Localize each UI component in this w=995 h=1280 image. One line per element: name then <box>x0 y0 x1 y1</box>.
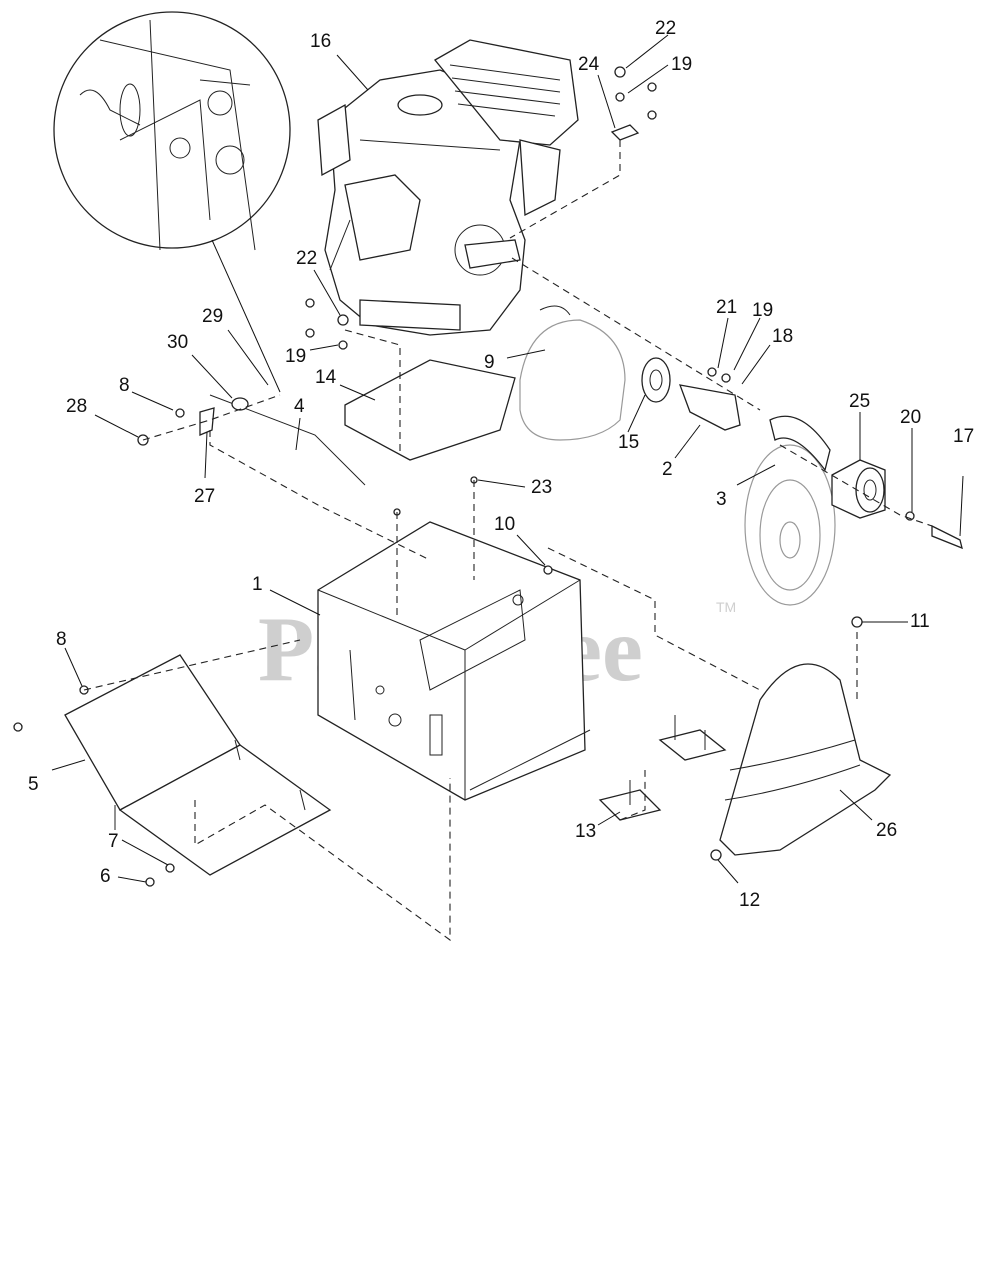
callout-6: 6 <box>100 866 111 887</box>
callout-21: 21 <box>716 297 737 318</box>
callout-2: 2 <box>662 459 673 480</box>
watermark-trademark: TM <box>716 599 736 615</box>
mount-brackets <box>598 715 727 821</box>
callout-24: 24 <box>578 54 600 75</box>
callout-11: 11 <box>910 611 930 632</box>
callout-8a: 8 <box>119 375 130 396</box>
callout-5: 5 <box>28 774 39 795</box>
callout-26: 26 <box>876 820 897 841</box>
callout-13: 13 <box>575 821 596 842</box>
callout-23: 23 <box>531 477 552 498</box>
callout-8b: 8 <box>56 629 67 650</box>
callout-4: 4 <box>294 396 305 417</box>
engine-mount-plate <box>344 359 516 461</box>
pulley-bolt <box>931 524 963 550</box>
callout-22b: 22 <box>296 248 317 269</box>
callout-18: 18 <box>772 326 793 347</box>
callout-10: 10 <box>494 514 515 535</box>
callout-29: 29 <box>202 306 223 327</box>
belt-cover <box>719 663 892 856</box>
belt-guide <box>519 305 626 441</box>
hardware <box>13 66 915 887</box>
engine-pulley <box>641 357 671 403</box>
callout-15: 15 <box>618 432 639 453</box>
frame-housing <box>317 521 591 801</box>
callout-7: 7 <box>108 831 119 852</box>
callout-22a: 22 <box>655 18 676 39</box>
callout-30: 30 <box>167 332 188 353</box>
callout-16: 16 <box>310 31 331 52</box>
idler-bracket <box>678 384 741 431</box>
bottom-plate <box>64 654 332 876</box>
assembly-lines <box>83 140 933 942</box>
callout-19c: 19 <box>752 300 773 321</box>
callout-19a: 19 <box>671 54 692 75</box>
callout-labels: 1 2 3 4 5 6 7 8 8 9 10 11 12 13 14 15 16… <box>28 18 974 911</box>
drive-belt-and-pulley <box>744 415 836 606</box>
callout-9: 9 <box>484 352 495 373</box>
engine <box>317 39 579 336</box>
callout-12: 12 <box>739 890 760 911</box>
auger-pulley <box>831 459 886 519</box>
callout-14: 14 <box>315 367 337 388</box>
callout-27: 27 <box>194 486 215 507</box>
leader-lines <box>51 34 964 884</box>
callout-3: 3 <box>716 489 727 510</box>
detail-inset <box>53 11 291 393</box>
cable-assembly <box>199 394 366 486</box>
callout-19b: 19 <box>285 346 306 367</box>
callout-1: 1 <box>252 574 263 595</box>
callout-20: 20 <box>900 407 921 428</box>
callout-17: 17 <box>953 426 974 447</box>
callout-28: 28 <box>66 396 87 417</box>
callout-25: 25 <box>849 391 870 412</box>
